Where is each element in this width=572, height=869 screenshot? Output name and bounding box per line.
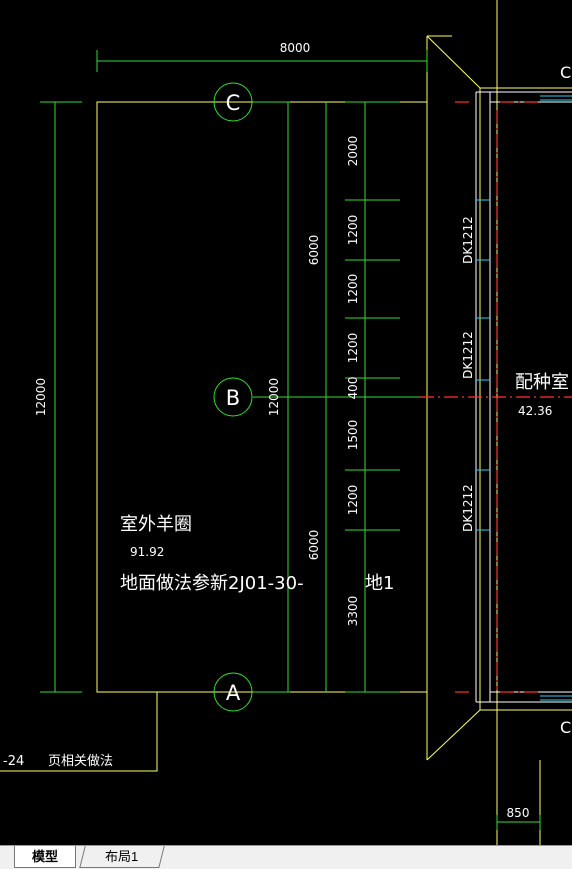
axis-b-label: B — [226, 386, 240, 410]
dim-seg-2: 1200 — [346, 215, 360, 246]
dimension-lines — [40, 50, 541, 830]
dim-seg-8: 3300 — [346, 596, 360, 627]
dim-bottom-right: 850 — [507, 806, 530, 820]
window-openings — [476, 95, 572, 701]
dim-seg-5: 400 — [346, 377, 360, 400]
axis-bubble-c[interactable]: C — [213, 82, 253, 122]
axis-bubble-b[interactable]: B — [213, 377, 253, 417]
bottom-ref-text: 页相关做法 — [48, 754, 113, 769]
dim-upper-half: 6000 — [307, 235, 321, 266]
bottom-ref-number: -24 — [3, 754, 24, 769]
layout-tab-bar: 模型 布局1 — [0, 845, 572, 869]
yard-elevation: 91.92 — [130, 545, 164, 559]
axis-a-label: A — [226, 681, 241, 705]
building-outline — [426, 0, 572, 845]
tab-layout1[interactable]: 布局1 — [79, 846, 165, 868]
dim-left-overall: 12000 — [34, 378, 48, 416]
axis-bubble-a[interactable]: A — [213, 672, 253, 712]
tab-model[interactable]: 模型 — [14, 846, 76, 868]
floor-code: 地1 — [365, 573, 394, 594]
yard-boundary — [0, 36, 428, 772]
dim-seg-7: 1200 — [346, 485, 360, 516]
room-name: 配种室 — [515, 372, 569, 393]
cad-drawing-canvas[interactable]: C B A C C 8000 12000 12000 6000 6000 200… — [0, 0, 572, 845]
dim-seg-4: 1200 — [346, 333, 360, 364]
axis-lines — [420, 101, 572, 693]
dim-seg-3: 1200 — [346, 274, 360, 305]
dim-seg-6: 1500 — [346, 420, 360, 451]
window-label-2: DK1212 — [461, 331, 475, 379]
floor-note: 地面做法参新2J01-30- — [120, 573, 304, 594]
dim-top-overall: 8000 — [280, 41, 311, 55]
axis-c-right-bottom-label: C — [560, 718, 571, 737]
dim-inner-total: 12000 — [267, 378, 281, 416]
window-label-3: DK1212 — [461, 484, 475, 532]
yard-name: 室外羊圈 — [120, 514, 192, 535]
window-label-1: DK1212 — [461, 216, 475, 264]
room-elevation: 42.36 — [518, 404, 552, 418]
axis-bubble-leaders — [253, 101, 290, 693]
tab-layout1-label: 布局1 — [105, 849, 139, 864]
axis-c-right-label: C — [560, 63, 571, 82]
dim-seg-1: 2000 — [346, 136, 360, 167]
dim-lower-half: 6000 — [307, 530, 321, 561]
axis-c-label: C — [226, 91, 241, 115]
